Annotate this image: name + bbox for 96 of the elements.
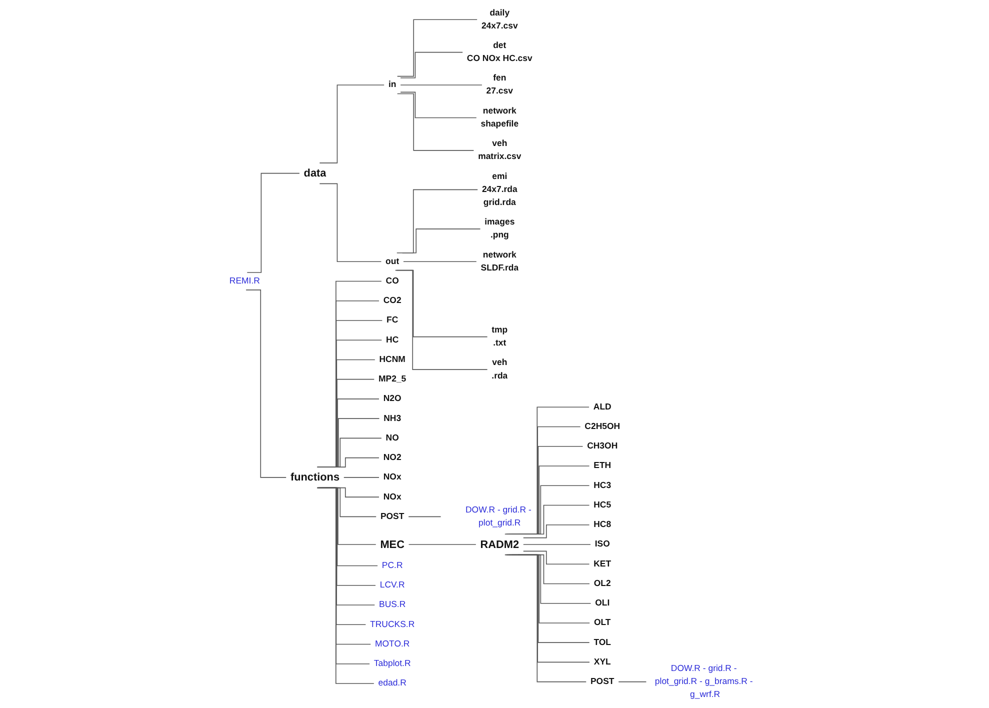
connector: [396, 189, 478, 254]
node-text: MOTO.R: [374, 639, 410, 649]
node-label: 24x7.rda: [482, 184, 518, 194]
connector: [400, 52, 463, 78]
node-text: CO2: [383, 296, 402, 306]
node-label: grid.rda: [483, 198, 516, 208]
node-label: .png: [490, 230, 509, 240]
node-label: 24x7.csv: [481, 21, 518, 31]
node-text: REMI.R: [229, 276, 260, 286]
connector: [318, 359, 376, 468]
node-text: XYL: [594, 657, 611, 667]
connector: [396, 19, 478, 77]
connector: [336, 457, 380, 468]
node-text: det: [493, 40, 506, 50]
node-text: MP2_5: [378, 374, 406, 384]
node-text: RADM2: [480, 538, 520, 550]
node-text: PC.R: [382, 560, 403, 570]
connector: [394, 270, 488, 370]
node-label: CO NOx HC.csv: [466, 54, 532, 64]
connector: [504, 406, 590, 535]
connector: [343, 477, 380, 478]
node-text: emi: [492, 172, 508, 181]
node-text: BUS.R: [379, 600, 406, 610]
node-text: DOW.R - grid.R - plot_grid.R - g_brams.R - g_wrf.R: [654, 664, 753, 700]
node-text: functions: [290, 471, 340, 484]
connector: [319, 84, 384, 164]
node-text: NOx: [383, 472, 402, 482]
node-text: N2O: [383, 394, 402, 404]
node-text: NO2: [383, 452, 402, 462]
connector: [402, 228, 481, 254]
connector: [522, 544, 591, 545]
node-label: matrix.csv: [478, 152, 522, 162]
connector: [408, 516, 442, 518]
connector: [408, 544, 476, 545]
connector: [400, 84, 482, 86]
node-text: OL2: [594, 578, 611, 588]
node-text: CH3OH: [587, 441, 618, 451]
node-text: ALD: [593, 402, 612, 412]
node-text: edad.R: [378, 678, 406, 688]
node-text: KET: [594, 559, 612, 568]
connector: [319, 183, 382, 262]
connector: [400, 92, 477, 118]
node-text: HC3: [594, 480, 612, 490]
node-text: NH3: [384, 414, 402, 423]
connector: [518, 504, 590, 535]
node-text: data: [304, 167, 326, 180]
node-text: veh: [492, 358, 508, 368]
node-text: HC8: [594, 520, 612, 530]
connector: [246, 290, 287, 478]
node-text: fen: [493, 74, 506, 83]
node-label: .txt: [493, 338, 506, 348]
connector: [506, 446, 584, 535]
connector: [512, 485, 590, 535]
node-text: veh: [492, 138, 508, 148]
connector: [246, 172, 300, 273]
node-text: POST: [380, 512, 404, 522]
node-text: DOW.R - grid.R - plot_grid.R: [465, 505, 532, 528]
node-text: TRUCKS.R: [370, 620, 415, 629]
node-label: 27.csv: [486, 86, 513, 96]
connector: [318, 378, 375, 468]
connector: [316, 487, 374, 684]
connector: [508, 466, 590, 535]
node-text: NO: [386, 433, 399, 443]
node-text: HC5: [594, 500, 612, 510]
node-label: SLDF.rda: [480, 263, 519, 273]
node-text: CO: [386, 276, 399, 286]
connector: [522, 550, 590, 565]
node-text: TOL: [594, 638, 611, 647]
node-text: in: [388, 80, 396, 90]
connector: [505, 426, 581, 535]
node-text: network: [482, 250, 516, 260]
node-text: out: [386, 256, 400, 266]
connector: [403, 261, 477, 262]
node-text: NOx: [383, 492, 402, 502]
node-text: OLT: [594, 618, 611, 628]
node-text: OLI: [595, 598, 610, 608]
node-text: images: [484, 217, 515, 227]
node-text: HC: [386, 335, 399, 344]
connector: [396, 93, 474, 151]
node-text: ETH: [594, 461, 612, 470]
node-text: C2H5OH: [584, 422, 620, 432]
connector: [504, 554, 587, 682]
node-text: ISO: [594, 540, 610, 549]
node-label: .rda: [492, 371, 508, 380]
node-text: network: [482, 106, 516, 116]
node-text: LCV.R: [380, 580, 405, 590]
node-text: tmp: [492, 325, 508, 335]
connector: [522, 524, 590, 538]
node-text: Tabplot.R: [374, 658, 411, 668]
connector: [618, 681, 647, 682]
node-text: POST: [590, 676, 614, 686]
node-label: shapefile: [480, 119, 519, 129]
node-text: daily: [490, 8, 510, 18]
node-text: HCNM: [379, 354, 406, 364]
node-text: MEC: [380, 538, 404, 550]
node-text: FC: [386, 316, 398, 325]
